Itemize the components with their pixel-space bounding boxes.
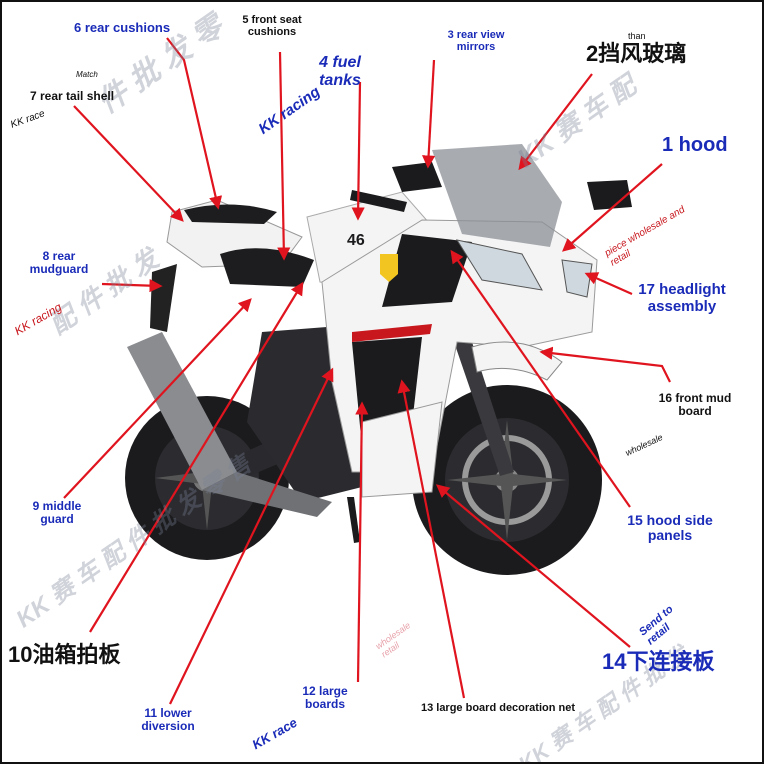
label-tank-board: 10油箱拍板 [8, 642, 121, 667]
label-large-boards: 12 large boards [302, 684, 348, 712]
label-front-mud: 16 front mud board [658, 391, 732, 419]
label-hood: 1 hood [662, 134, 728, 156]
label-windshield: 2挡风玻璃 [586, 41, 687, 66]
label-fuel-tanks: 4 fuel tanks [319, 54, 361, 89]
label-headlight: 17 headlight assembly [638, 281, 726, 315]
label-board-net: 13 large board decoration net [420, 702, 576, 714]
front-seat-shape [220, 248, 314, 287]
left-mirror [392, 162, 442, 192]
label-side-panels: 15 hood side panels [627, 512, 713, 544]
label-lower-connector: 14下连接板 [602, 649, 715, 674]
label-windshield-small: than [628, 31, 646, 41]
right-mirror [587, 180, 632, 210]
label-front-seat-cushions: 5 front seat cushions [242, 14, 302, 39]
label-lower-diversion: 11 lower diversion [141, 706, 195, 734]
rear-seat-shape [184, 204, 277, 224]
label-middle-guard: 9 middle guard [32, 499, 82, 527]
front-mudguard-shape [471, 341, 563, 381]
svg-text:46: 46 [347, 232, 365, 249]
label-tail-shell: 7 rear tail shell [30, 89, 115, 103]
label-mirrors: 3 rear view mirrors [447, 29, 505, 54]
label-rear-mudguard: 8 rear mudguard [29, 249, 89, 277]
watermark-match: Match [76, 70, 98, 79]
label-rear-cushions: 6 rear cushions [74, 20, 171, 35]
